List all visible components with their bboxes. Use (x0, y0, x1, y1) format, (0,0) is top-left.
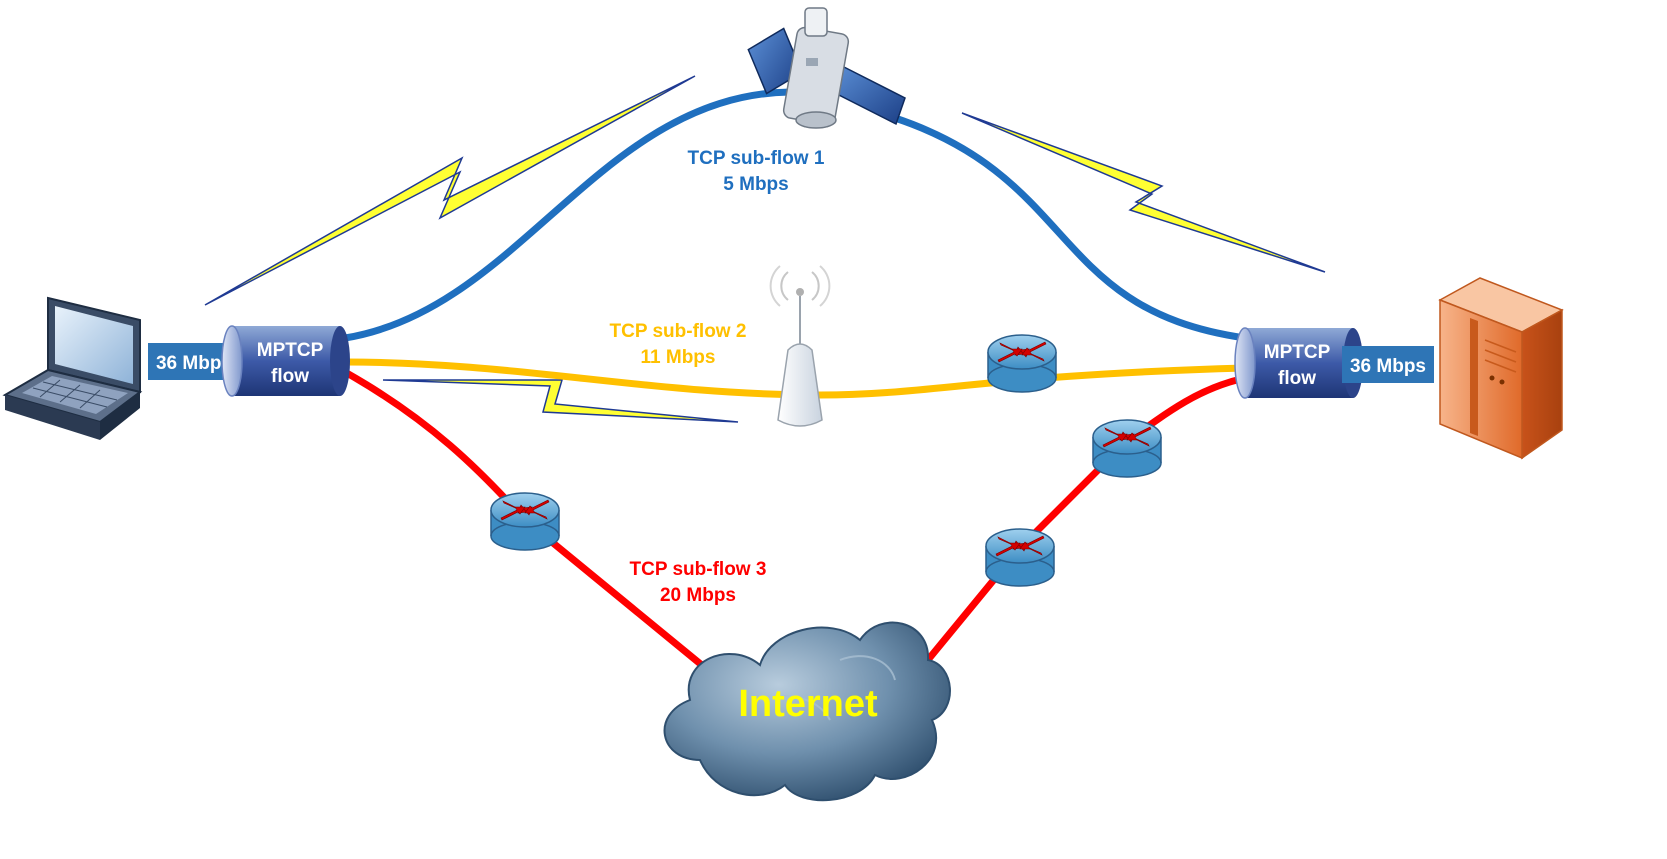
left-mptcp-line2: flow (271, 366, 309, 387)
subflow-3-path (915, 374, 1246, 675)
laptop-icon (2, 296, 143, 440)
server-icon (1438, 277, 1564, 460)
right-mptcp-line2: flow (1278, 368, 1316, 389)
right-rate-label: 36 Mbps (1350, 356, 1426, 377)
lightning-icon (204, 75, 696, 306)
right-rate-box (1342, 346, 1434, 383)
left-rate-label: 36 Mbps (156, 353, 232, 374)
subflow-1-rate: 5 Mbps (723, 174, 788, 195)
router-icon (490, 492, 560, 551)
subflow-2-rate: 11 Mbps (641, 347, 716, 368)
router-icon (987, 334, 1057, 393)
subflow-2-name: TCP sub-flow 2 (610, 321, 747, 342)
satellite-icon (747, 7, 906, 129)
subflow-1-name: TCP sub-flow 1 (688, 148, 825, 169)
subflow-3-name: TCP sub-flow 3 (630, 559, 767, 580)
internet-label: Internet (738, 683, 878, 725)
subflow-1-path (893, 114, 1246, 342)
right-mptcp-line1: MPTCP (1264, 342, 1331, 363)
subflow-1-path (344, 88, 791, 342)
left-mptcp-line1: MPTCP (257, 340, 324, 361)
antenna-icon (769, 265, 831, 427)
lightning-icon (382, 379, 739, 423)
mptcp-flow-left: MPTCP flow (221, 325, 350, 397)
lightning-icon (961, 112, 1326, 273)
router-icon (985, 528, 1055, 587)
subflow-3-rate: 20 Mbps (660, 585, 736, 606)
cloud-icon (663, 621, 951, 802)
router-icon (1092, 419, 1162, 478)
